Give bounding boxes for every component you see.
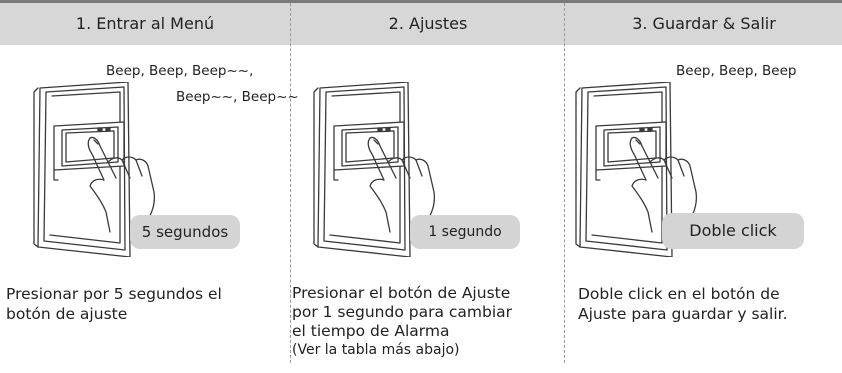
- column-divider-1: [290, 3, 291, 363]
- step-1-title: 1. Entrar al Menú: [75, 14, 215, 33]
- step-1-beep-line-1: Beep, Beep, Beep~~,: [106, 63, 254, 79]
- step-2-description: Presionar el botón de Ajuste por 1 segun…: [292, 284, 512, 360]
- step-3-description-line: Doble click en el botón de: [578, 285, 780, 303]
- step-2-description-line: por 1 segundo para cambiar: [292, 303, 513, 321]
- step-1-duration-badge: 5 segundos: [130, 215, 240, 249]
- step-1-beep-line-2: Beep~~, Beep~~: [176, 89, 299, 105]
- header-top-rule: [0, 0, 842, 3]
- step-2-description-line: el tiempo de Alarma: [292, 322, 450, 340]
- step-3-description-line: Ajuste para guardar y salir.: [578, 305, 788, 323]
- step-3-description: Doble click en el botón de Ajuste para g…: [578, 284, 788, 324]
- step-3-beep-line-1: Beep, Beep, Beep: [676, 63, 797, 79]
- column-divider-2: [564, 3, 565, 363]
- step-2-description-line: Presionar el botón de Ajuste: [292, 284, 511, 302]
- step-3-action-badge: Doble click: [662, 213, 804, 249]
- steps-header-bar: [0, 3, 842, 45]
- step-3-title: 3. Guardar & Salir: [632, 14, 776, 33]
- step-1-description: Presionar por 5 segundos el botón de aju…: [6, 284, 222, 324]
- step-2-description-note: (Ver la tabla más abajo): [292, 342, 460, 358]
- step-1-description-line: Presionar por 5 segundos el: [6, 285, 222, 303]
- step-2-title: 2. Ajustes: [388, 14, 468, 33]
- step-2-duration-badge: 1 segundo: [410, 215, 520, 249]
- step-1-description-line: botón de ajuste: [6, 305, 128, 323]
